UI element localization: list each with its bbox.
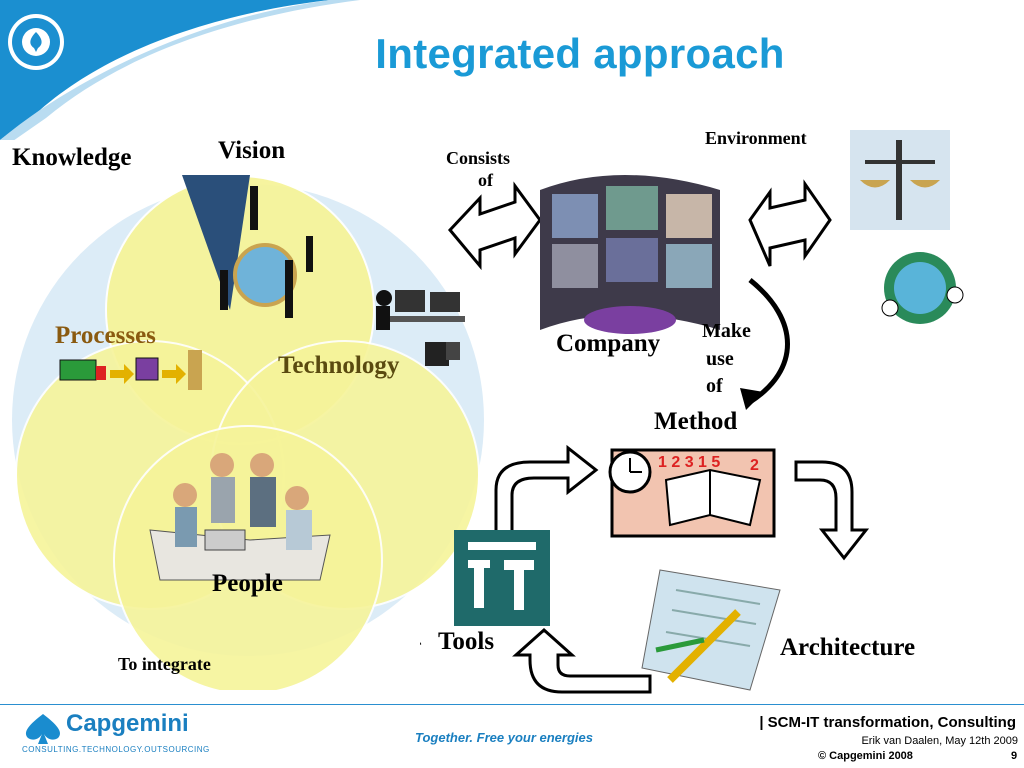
to-integrate-label: To integrate <box>118 654 211 675</box>
author-date: Erik van Daalen, May 12th 2009 <box>861 735 1018 747</box>
capgemini-spade-icon <box>20 712 66 746</box>
use-label: use <box>706 348 734 371</box>
globe-people-icon <box>882 252 963 324</box>
svg-text:2: 2 <box>750 457 759 474</box>
method-book-clock-icon: 1 2 3 1 5 2 <box>610 450 774 536</box>
company-label: Company <box>556 330 660 358</box>
architecture-label: Architecture <box>780 634 915 662</box>
of-label: of <box>706 375 723 398</box>
tools-label: Tools <box>438 628 494 656</box>
tools-icon <box>454 530 550 626</box>
technology-label: Technology <box>278 352 399 380</box>
company-control-room-icon <box>540 175 720 334</box>
copyright: © Capgemini 2008 <box>818 750 913 762</box>
knowledge-label: Knowledge <box>12 144 131 172</box>
presentation-title: | SCM-IT transformation, Consulting <box>759 714 1016 731</box>
double-arrow-left-icon <box>450 186 540 266</box>
vision-label: Vision <box>218 137 285 165</box>
svg-text:1 2 3 1 5: 1 2 3 1 5 <box>658 454 720 471</box>
scales-of-justice-icon <box>850 130 950 230</box>
make-label: Make <box>702 320 751 343</box>
footer-divider <box>0 704 1024 705</box>
capgemini-logo-text: Capgemini <box>66 710 189 738</box>
method-label: Method <box>654 408 737 436</box>
capgemini-logo-subtitle: CONSULTING.TECHNOLOGY.OUTSOURCING <box>22 745 210 754</box>
consists-label: Consists <box>446 148 510 169</box>
consists-of-label: of <box>478 170 493 191</box>
double-arrow-right-icon <box>750 184 830 266</box>
processes-label: Processes <box>55 322 156 350</box>
environment-label: Environment <box>705 128 807 149</box>
people-label: People <box>212 570 283 598</box>
slide-title: Integrated approach <box>0 30 1024 78</box>
footer-tagline: Together. Free your energies <box>415 730 593 745</box>
architecture-blueprint-icon <box>642 570 780 690</box>
page-number: 9 <box>1011 750 1017 762</box>
